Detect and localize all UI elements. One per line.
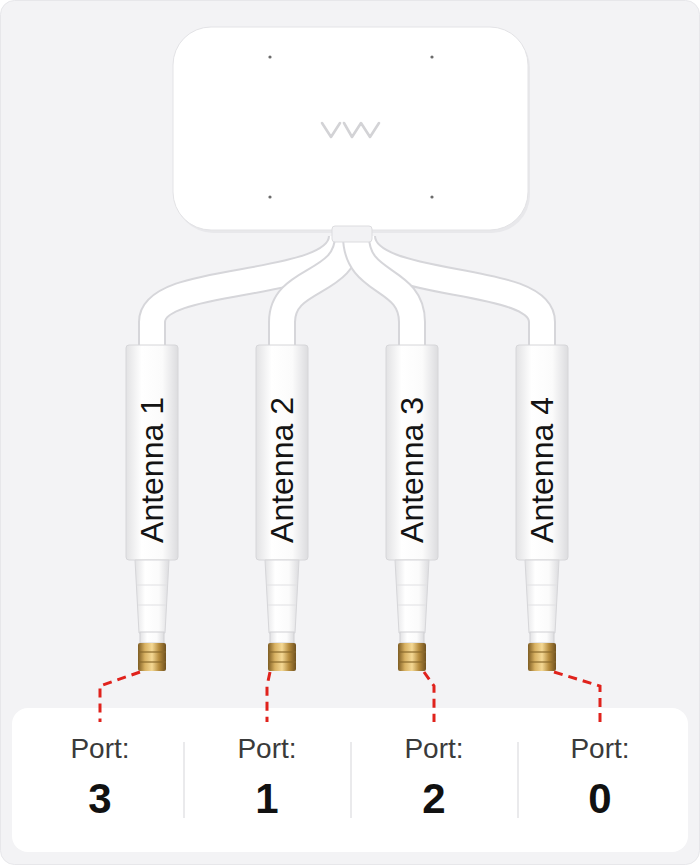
screw-hole <box>430 55 433 58</box>
leader-line <box>554 672 600 722</box>
antenna-lead <box>256 345 308 671</box>
port-cell: Port: 2 <box>359 722 509 832</box>
cable <box>282 236 348 350</box>
screw-hole <box>430 195 433 198</box>
port-number: 3 <box>88 777 111 821</box>
port-caption: Port: <box>70 733 129 765</box>
leader-line <box>100 672 140 722</box>
antenna-label: Antenna 2 <box>266 397 298 543</box>
antenna-label: Antenna 4 <box>526 397 558 543</box>
leader-line <box>424 672 434 722</box>
port-number: 1 <box>255 777 278 821</box>
antenna-sleeve: Antenna 1 <box>126 345 178 672</box>
antenna-label: Antenna 3 <box>396 397 428 543</box>
cable <box>356 236 412 350</box>
antenna-sleeve: Antenna 2 <box>256 345 308 672</box>
antenna-sleeve: Antenna 4 <box>516 345 568 672</box>
port-number: 2 <box>422 777 445 821</box>
antenna-lead <box>386 345 438 671</box>
cable <box>356 236 412 350</box>
logo-mark <box>322 123 379 137</box>
divider <box>183 742 184 818</box>
cable <box>282 236 348 350</box>
screw-hole <box>268 195 271 198</box>
port-caption: Port: <box>570 733 629 765</box>
antenna-housing <box>173 27 528 230</box>
antenna-label: Antenna 1 <box>136 397 168 543</box>
port-caption: Port: <box>237 733 296 765</box>
port-panel <box>12 708 688 852</box>
antenna-sleeve: Antenna 3 <box>386 345 438 672</box>
port-number: 0 <box>588 777 611 821</box>
port-cell: Port: 3 <box>25 722 175 832</box>
cable-exit <box>332 226 372 242</box>
antenna-lead <box>516 345 568 671</box>
screw-hole <box>268 55 271 58</box>
port-cell: Port: 1 <box>192 722 342 832</box>
divider <box>350 742 351 818</box>
divider <box>517 742 518 818</box>
port-cell: Port: 0 <box>525 722 675 832</box>
antenna-lead <box>126 345 178 671</box>
cable-bundle <box>152 236 542 350</box>
port-caption: Port: <box>404 733 463 765</box>
leader-line <box>267 672 270 722</box>
